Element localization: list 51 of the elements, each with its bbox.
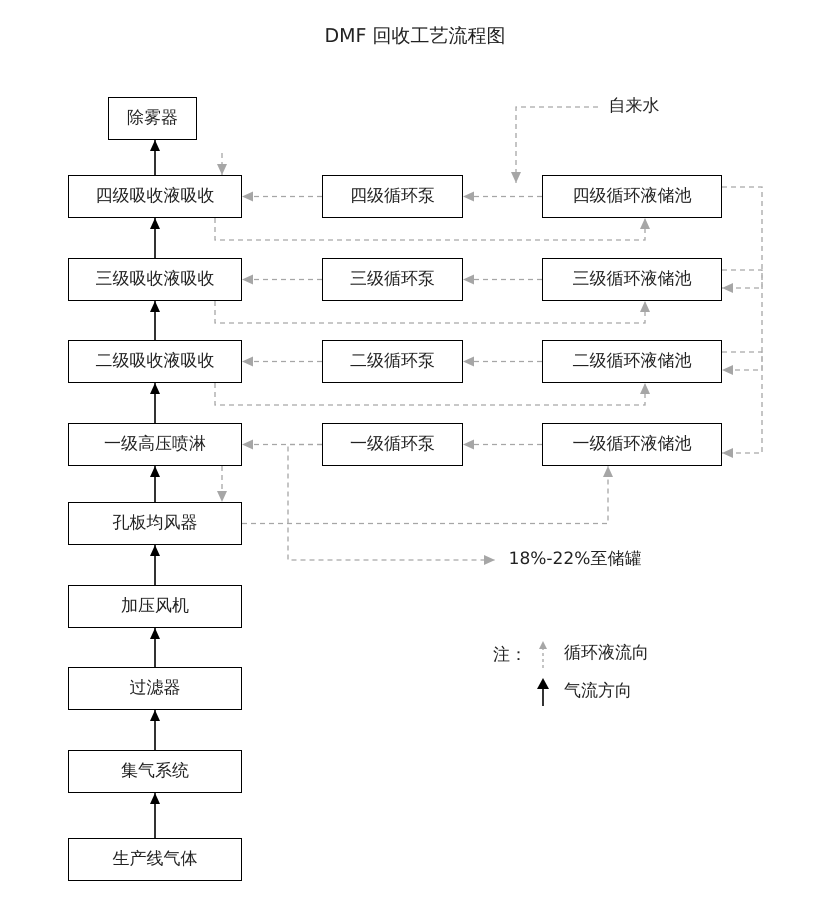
process-box: 四级循环泵 (322, 175, 463, 218)
process-box: 孔板均风器 (68, 502, 242, 545)
dashed-flow-arrow (214, 218, 650, 241)
dashed-flow-arrow (242, 274, 322, 284)
flow-arrow (150, 628, 160, 667)
process-box: 一级循环泵 (322, 423, 463, 466)
flow-arrow (150, 383, 160, 423)
dashed-flow-arrow (214, 383, 650, 406)
process-box: 一级高压喷淋 (68, 423, 242, 466)
dashed-flow-arrow (287, 444, 495, 565)
dashed-flow-arrow (463, 440, 542, 450)
stream-label: 18%-22%至储罐 (495, 548, 655, 572)
dashed-flow-arrow (463, 356, 542, 366)
process-box: 四级吸收液吸收 (68, 175, 242, 218)
legend-label: 气流方向 (564, 680, 632, 704)
dashed-flow-arrow (242, 356, 322, 366)
flow-arrow (150, 545, 160, 585)
dashed-flow-arrow (463, 192, 542, 202)
dashed-flow-arrow (242, 466, 613, 524)
process-box: 二级循环泵 (322, 340, 463, 383)
flow-arrow (150, 218, 160, 258)
process-box: 集气系统 (68, 750, 242, 793)
process-box: 除雾器 (108, 97, 197, 140)
process-box: 二级吸收液吸收 (68, 340, 242, 383)
dashed-flow-arrow (722, 269, 763, 375)
process-box: 三级循环泵 (322, 258, 463, 301)
dashed-flow-arrow (214, 301, 650, 324)
process-box: 三级吸收液吸收 (68, 258, 242, 301)
diagram-title: DMF 回收工艺流程图 (324, 24, 506, 49)
process-box: 一级循环液储池 (542, 423, 722, 466)
dashed-flow-arrow (722, 186, 763, 293)
flow-arrow (150, 793, 160, 838)
process-box: 二级循环液储池 (542, 340, 722, 383)
dashed-flow-arrow (217, 153, 227, 175)
flow-arrow (150, 301, 160, 340)
dashed-flow-arrow (242, 192, 322, 202)
dashed-flow-arrow (722, 351, 763, 458)
process-box: 四级循环液储池 (542, 175, 722, 218)
dashed-flow-arrow (511, 106, 598, 183)
process-box: 生产线气体 (68, 838, 242, 881)
flow-arrow (150, 466, 160, 502)
dashed-flow-arrow (217, 466, 227, 502)
stream-label: 自来水 (598, 95, 670, 119)
process-box: 过滤器 (68, 667, 242, 710)
dashed-flow-arrow (463, 274, 542, 284)
flow-arrow (150, 140, 160, 175)
process-box: 加压风机 (68, 585, 242, 628)
process-box: 三级循环液储池 (542, 258, 722, 301)
flow-arrow (150, 710, 160, 750)
legend-label: 循环液流向 (564, 642, 649, 666)
note-label: 注： (493, 644, 527, 667)
